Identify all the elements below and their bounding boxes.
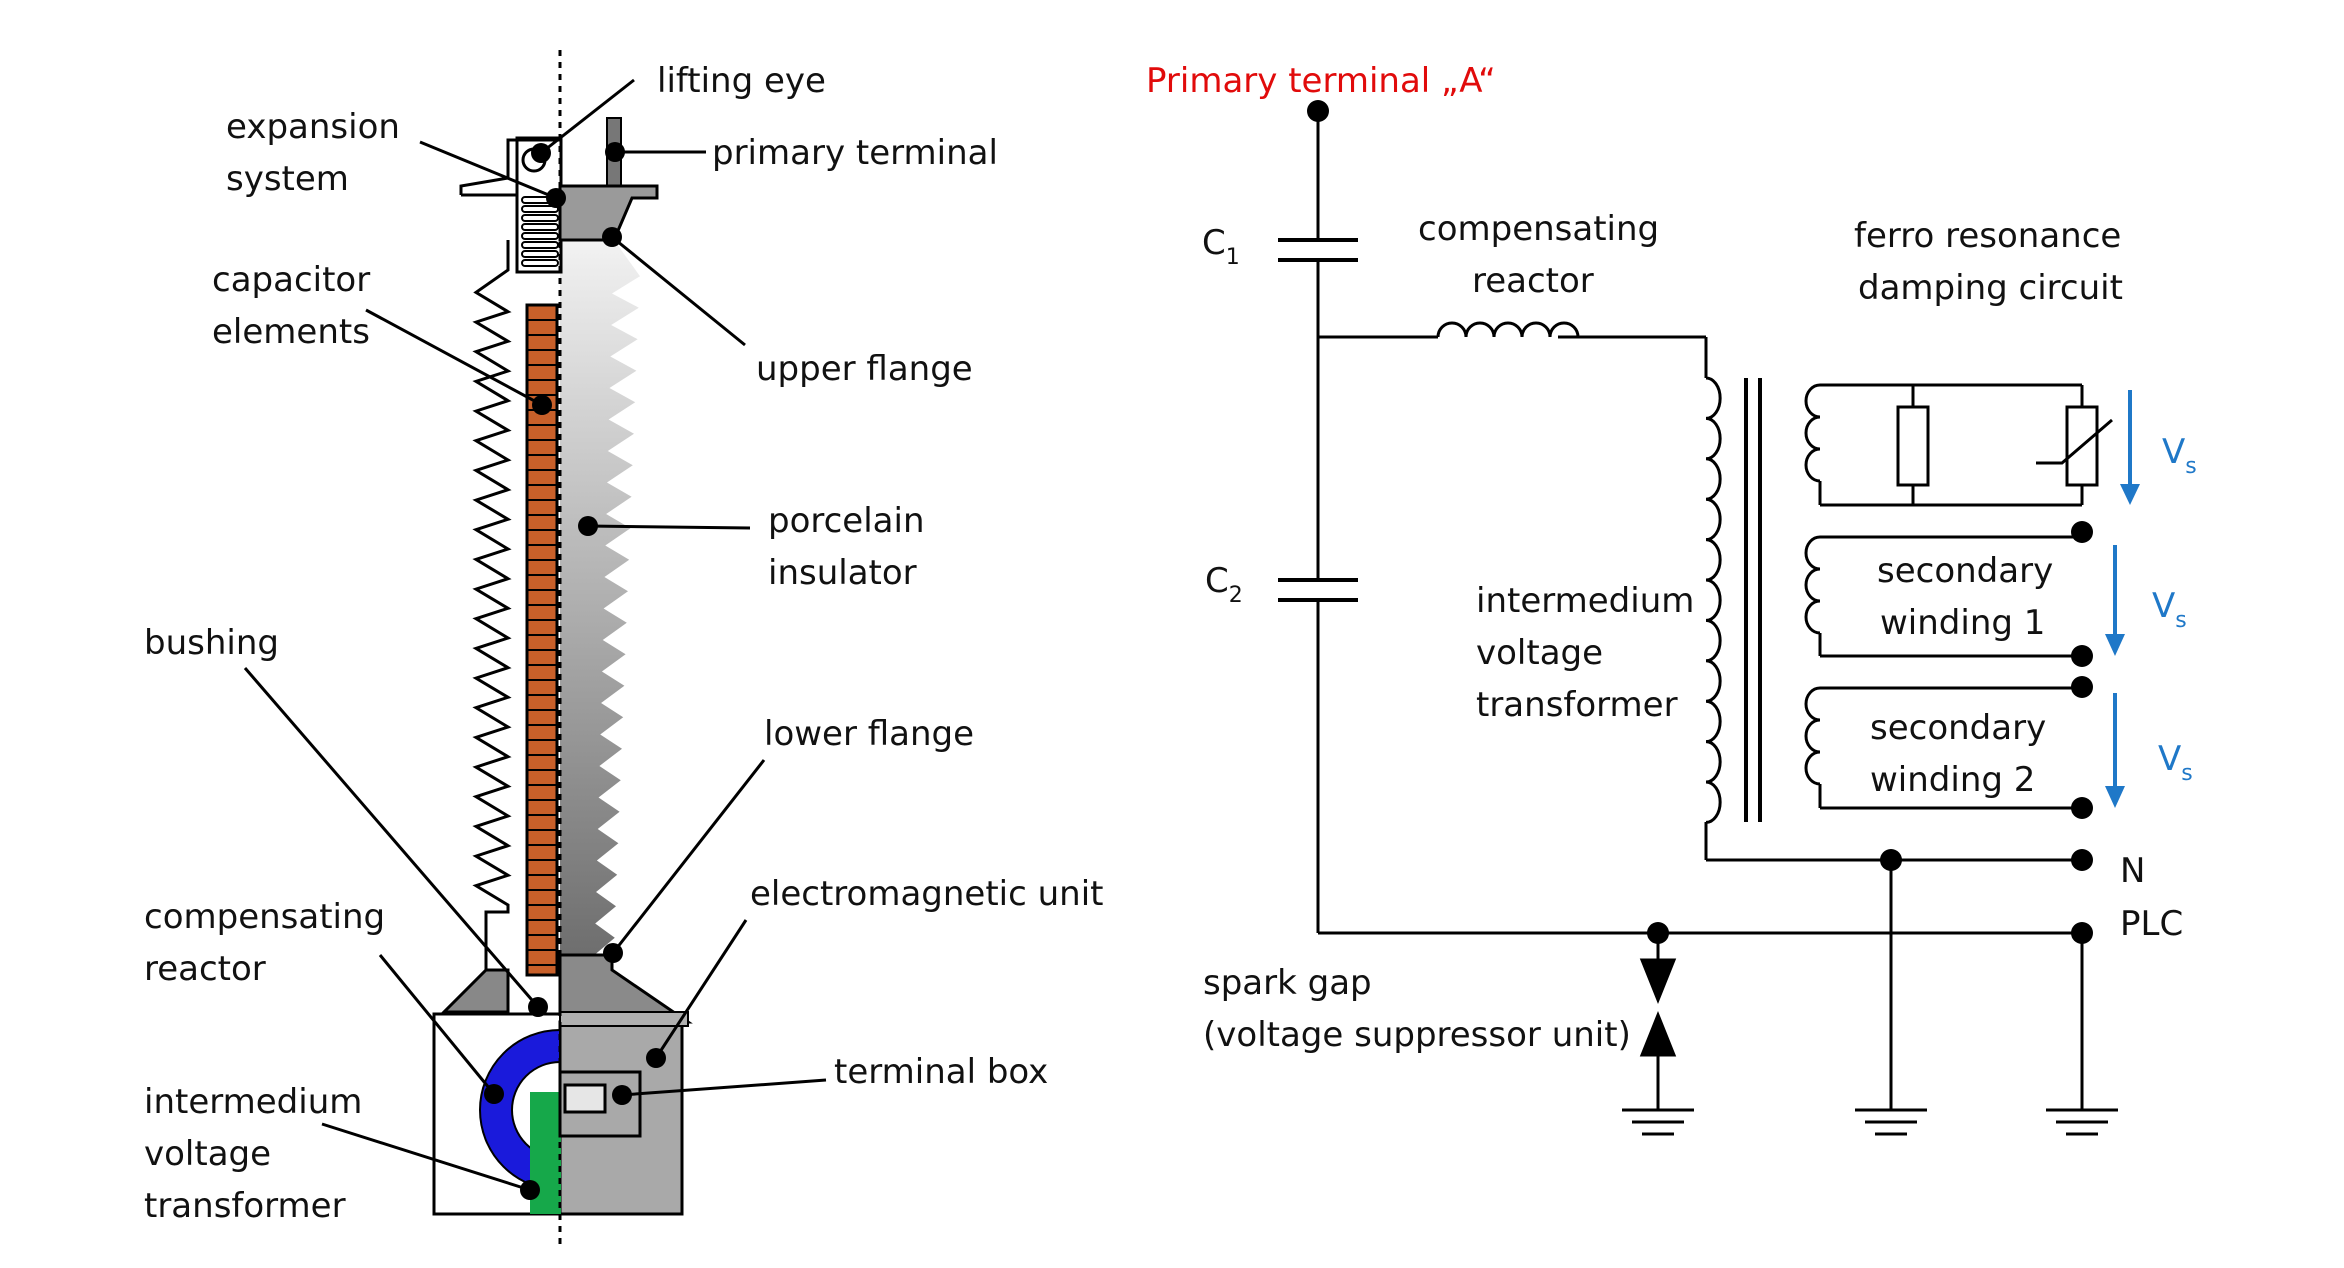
spark-gap-upper	[1639, 958, 1677, 1005]
bellows-fold	[521, 232, 559, 240]
porcelain-insulator-shape	[560, 240, 640, 955]
label-secondary-winding-1a: secondary	[1877, 551, 2053, 591]
label-intermedium-vt-3: transformer	[144, 1186, 346, 1226]
label-ferro-resonance-1: ferro resonance	[1854, 216, 2121, 256]
leader-dots	[484, 142, 666, 1200]
ground-symbol-plc	[2046, 1108, 2118, 1136]
label-c2: C2	[1205, 561, 1243, 608]
label-secondary-winding-2b: winding 2	[1870, 760, 2035, 800]
label-spark-gap-1: spark gap	[1203, 963, 1372, 1003]
label-intermedium-vt-right-2: voltage	[1476, 633, 1603, 673]
bellows-fold	[521, 259, 559, 267]
label-intermedium-vt-right-3: transformer	[1476, 685, 1678, 725]
label-compensating-reactor-right-2: reactor	[1472, 261, 1594, 301]
label-secondary-winding-2a: secondary	[1870, 708, 2046, 748]
leader-lines	[243, 78, 827, 1192]
label-electromagnetic-unit: electromagnetic unit	[750, 874, 1104, 914]
label-spark-gap-2: (voltage suppressor unit)	[1203, 1015, 1631, 1055]
label-upper-flange: upper flange	[756, 349, 973, 389]
label-vs-winding-2: Vs	[2158, 739, 2193, 786]
damping-resistor	[1896, 405, 1930, 487]
label-vs-damping: Vs	[2162, 432, 2197, 479]
label-secondary-winding-1b: winding 1	[1880, 603, 2045, 643]
label-capacitor-elements-2: elements	[212, 312, 370, 352]
label-n: N	[2120, 851, 2145, 891]
label-porcelain-insulator-2: insulator	[768, 553, 917, 593]
bellows-fold	[521, 223, 559, 231]
label-plc: PLC	[2120, 904, 2183, 944]
label-lifting-eye: lifting eye	[657, 61, 826, 101]
ground-symbol-spark-gap	[1622, 1108, 1694, 1136]
bellows-fold	[521, 214, 559, 222]
label-expansion-system-1: expansion	[226, 107, 400, 147]
circuit-terminal-dots	[1307, 100, 2093, 944]
upper-flange-shape	[558, 184, 659, 242]
label-expansion-system-2: system	[226, 159, 349, 199]
primary-terminal-a-dot	[1307, 100, 1329, 122]
ground-symbol-n	[1855, 1108, 1927, 1136]
bellows-fold	[521, 241, 559, 249]
label-ferro-resonance-2: damping circuit	[1858, 268, 2123, 308]
compensating-reactor-coil	[1436, 321, 1580, 338]
label-intermedium-vt-2: voltage	[144, 1134, 271, 1174]
label-terminal-box: terminal box	[834, 1052, 1048, 1092]
insulator-sheds-outline	[472, 240, 512, 970]
lower-flange-shape	[440, 968, 510, 1014]
bellows-fold	[521, 205, 559, 213]
label-vs-winding-1: Vs	[2152, 586, 2187, 633]
label-c1: C1	[1202, 223, 1240, 270]
label-intermedium-vt-right-1: intermedium	[1476, 581, 1694, 621]
vs-arrows	[2105, 390, 2140, 808]
cvt-circuit-schematic	[1278, 111, 2140, 1136]
label-capacitor-elements-1: capacitor	[212, 260, 370, 300]
label-primary-terminal-a: Primary terminal „A“	[1146, 61, 1496, 101]
label-lower-flange: lower flange	[764, 714, 974, 754]
intermedium-vt-primary-coil	[1705, 376, 1722, 824]
label-compensating-reactor-right-1: compensating	[1418, 209, 1659, 249]
label-bushing: bushing	[144, 623, 279, 663]
secondary-winding-1-coil	[1804, 535, 1821, 635]
spark-gap-lower	[1639, 1010, 1677, 1057]
label-intermedium-vt-1: intermedium	[144, 1082, 362, 1122]
label-porcelain-insulator-1: porcelain	[768, 501, 925, 541]
bellows-fold	[521, 250, 559, 258]
secondary-winding-2-coil	[1804, 686, 1821, 786]
capacitor-elements-stack	[525, 303, 559, 977]
cvt-cross-section: lifting eye expansion system primary ter…	[144, 50, 1104, 1250]
label-primary-terminal: primary terminal	[712, 133, 998, 173]
label-compensating-reactor-1: compensating	[144, 897, 385, 937]
label-compensating-reactor-2: reactor	[144, 949, 266, 989]
damping-winding-coil	[1804, 383, 1821, 483]
